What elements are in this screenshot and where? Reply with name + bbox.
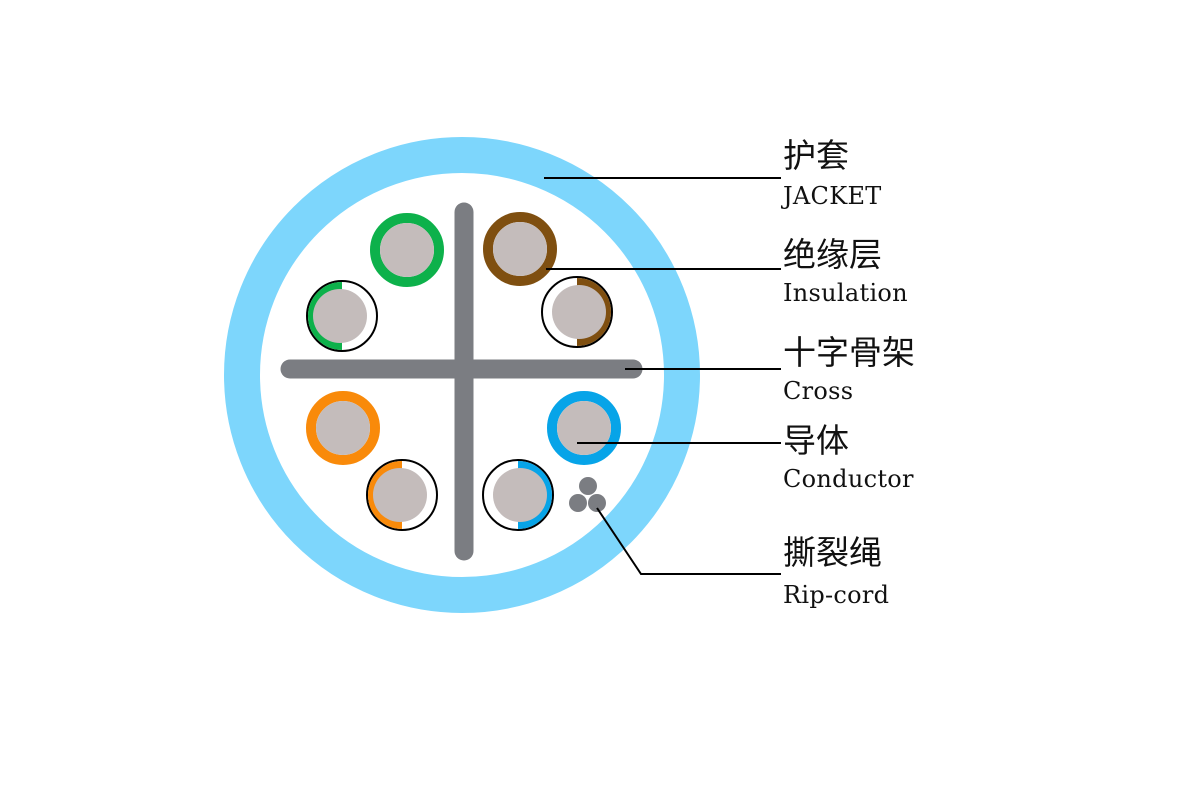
ripcord-leader-line	[596, 507, 781, 575]
insulation-label-zh: 绝缘层	[783, 235, 882, 274]
ripcord-label-en: Rip-cord	[783, 581, 890, 609]
conductor-orange-white	[366, 459, 438, 531]
cross-label-en: Cross	[783, 377, 854, 405]
insulation-label-en: Insulation	[783, 279, 908, 307]
conductor-label-en: Conductor	[783, 465, 914, 493]
conductor-core	[313, 289, 367, 343]
conductor-core	[316, 401, 370, 455]
ripcord-label-zh: 撕裂绳	[783, 533, 882, 572]
insulation-stripe	[368, 461, 403, 529]
insulation-ring	[370, 213, 444, 287]
conductor-green-white	[306, 280, 378, 352]
jacket-label-zh: 护套	[783, 136, 849, 175]
conductor-brown	[483, 212, 557, 286]
conductor-core	[493, 222, 547, 276]
conductor-core	[373, 468, 427, 522]
insulation-ring	[483, 212, 557, 286]
conductor-blue-white	[482, 459, 554, 531]
rip-cord	[569, 477, 606, 512]
rip-cord-strand	[588, 494, 606, 512]
rip-cord-strand	[569, 494, 587, 512]
jacket-ring	[224, 137, 700, 613]
conductor-green	[370, 213, 444, 287]
conductor-brown-white	[541, 276, 613, 348]
conductor-core	[493, 468, 547, 522]
conductor-core	[552, 285, 606, 339]
insulation-stripe	[517, 461, 552, 529]
jacket-label-en: JACKET	[783, 182, 882, 210]
cross-label-zh: 十字骨架	[783, 333, 915, 372]
conductor-core	[557, 401, 611, 455]
conductor-blue	[547, 391, 621, 465]
insulation-stripe	[576, 278, 611, 346]
rip-cord-strand	[579, 477, 597, 495]
conductor-orange	[306, 391, 380, 465]
conductor-label-zh: 导体	[783, 421, 849, 460]
insulation-stripe	[308, 282, 343, 350]
insulation-ring	[547, 391, 621, 465]
leader-lines	[544, 177, 781, 575]
conductor-core	[380, 223, 434, 277]
conductor-group	[306, 212, 621, 531]
insulation-ring	[306, 391, 380, 465]
